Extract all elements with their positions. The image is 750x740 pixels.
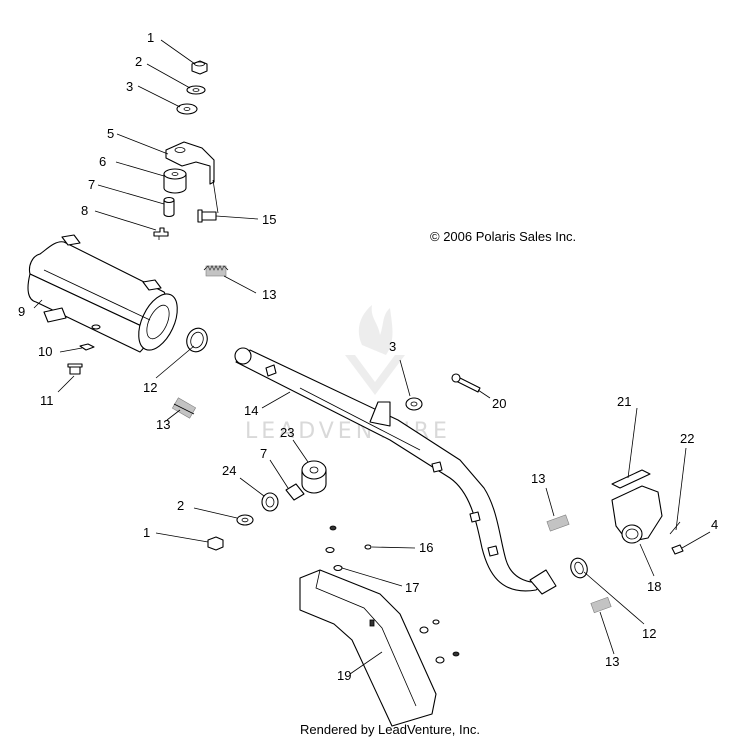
callout-13: 13: [531, 471, 545, 486]
callout-24: 24: [222, 463, 236, 478]
part-bracket: [165, 141, 215, 185]
leader-lines: [33, 39, 711, 675]
part-washer-2: [186, 85, 206, 95]
callout-2: 2: [135, 54, 142, 69]
part-washer-3b: [405, 397, 423, 411]
callout-17: 17: [405, 580, 419, 595]
part-washer-17: [333, 564, 343, 572]
part-gasket-12a: [186, 327, 208, 353]
part-washer-24: [261, 492, 279, 512]
callout-14: 14: [244, 403, 258, 418]
part-spring-13a: [203, 265, 229, 277]
footer-text: Rendered by LeadVenture, Inc.: [300, 722, 480, 737]
part-gasket-21: [611, 469, 651, 489]
callout-11: 11: [40, 393, 54, 408]
callout-8: 8: [81, 203, 88, 218]
callout-4: 4: [711, 517, 718, 532]
part-grommet: [163, 168, 187, 194]
part-nut-16: [325, 525, 372, 554]
callout-15: 15: [262, 212, 276, 227]
callout-6: 6: [99, 154, 106, 169]
callout-3: 3: [389, 339, 396, 354]
part-head-pipe: [234, 347, 557, 595]
part-muffler: [27, 234, 178, 353]
callout-7: 7: [88, 177, 95, 192]
callout-23: 23: [280, 425, 294, 440]
part-washer-2b: [236, 514, 254, 526]
part-spring-13c: [546, 514, 570, 532]
copyright-text: © 2006 Polaris Sales Inc.: [430, 229, 576, 244]
callout-22: 22: [680, 431, 694, 446]
callout-1: 1: [147, 30, 154, 45]
part-gasket-12b: [570, 557, 588, 579]
callout-13: 13: [156, 417, 170, 432]
callout-7: 7: [260, 446, 267, 461]
callout-5: 5: [107, 126, 114, 141]
callout-9: 9: [18, 304, 25, 319]
part-spacer-top: [163, 196, 175, 218]
callout-10: 10: [38, 344, 52, 359]
callout-16: 16: [419, 540, 433, 555]
callout-1: 1: [143, 525, 150, 540]
callout-20: 20: [492, 396, 506, 411]
callout-18: 18: [647, 579, 661, 594]
callout-12: 12: [642, 626, 656, 641]
part-bolt-8: [153, 227, 169, 240]
part-nut-10: [79, 343, 95, 351]
callout-numbers: 1 2 3 5 6 7 8 15 9 13 10 11 12 13 3 20 1…: [18, 30, 718, 683]
callout-19: 19: [337, 668, 351, 683]
callout-12: 12: [143, 380, 157, 395]
callout-21: 21: [617, 394, 631, 409]
callout-2: 2: [177, 498, 184, 513]
callout-3: 3: [126, 79, 133, 94]
part-spacer-mid: [285, 483, 305, 501]
part-nut-lower: [207, 536, 224, 551]
part-pin-22: [669, 521, 681, 535]
part-flange-18: [611, 485, 663, 544]
part-washer-3: [176, 103, 198, 115]
callout-13: 13: [262, 287, 276, 302]
part-spring-13d: [590, 596, 612, 614]
part-spring-13b: [171, 397, 197, 419]
part-screw-11: [67, 363, 83, 375]
part-grommet-23: [301, 460, 327, 494]
part-bolt-15: [197, 209, 217, 223]
watermark-logo: [345, 305, 405, 395]
part-fitting-4: [671, 544, 684, 555]
part-heat-shield: [299, 569, 460, 727]
part-bolt-20: [451, 373, 481, 393]
part-nut-top: [191, 60, 208, 75]
callout-13: 13: [605, 654, 619, 669]
